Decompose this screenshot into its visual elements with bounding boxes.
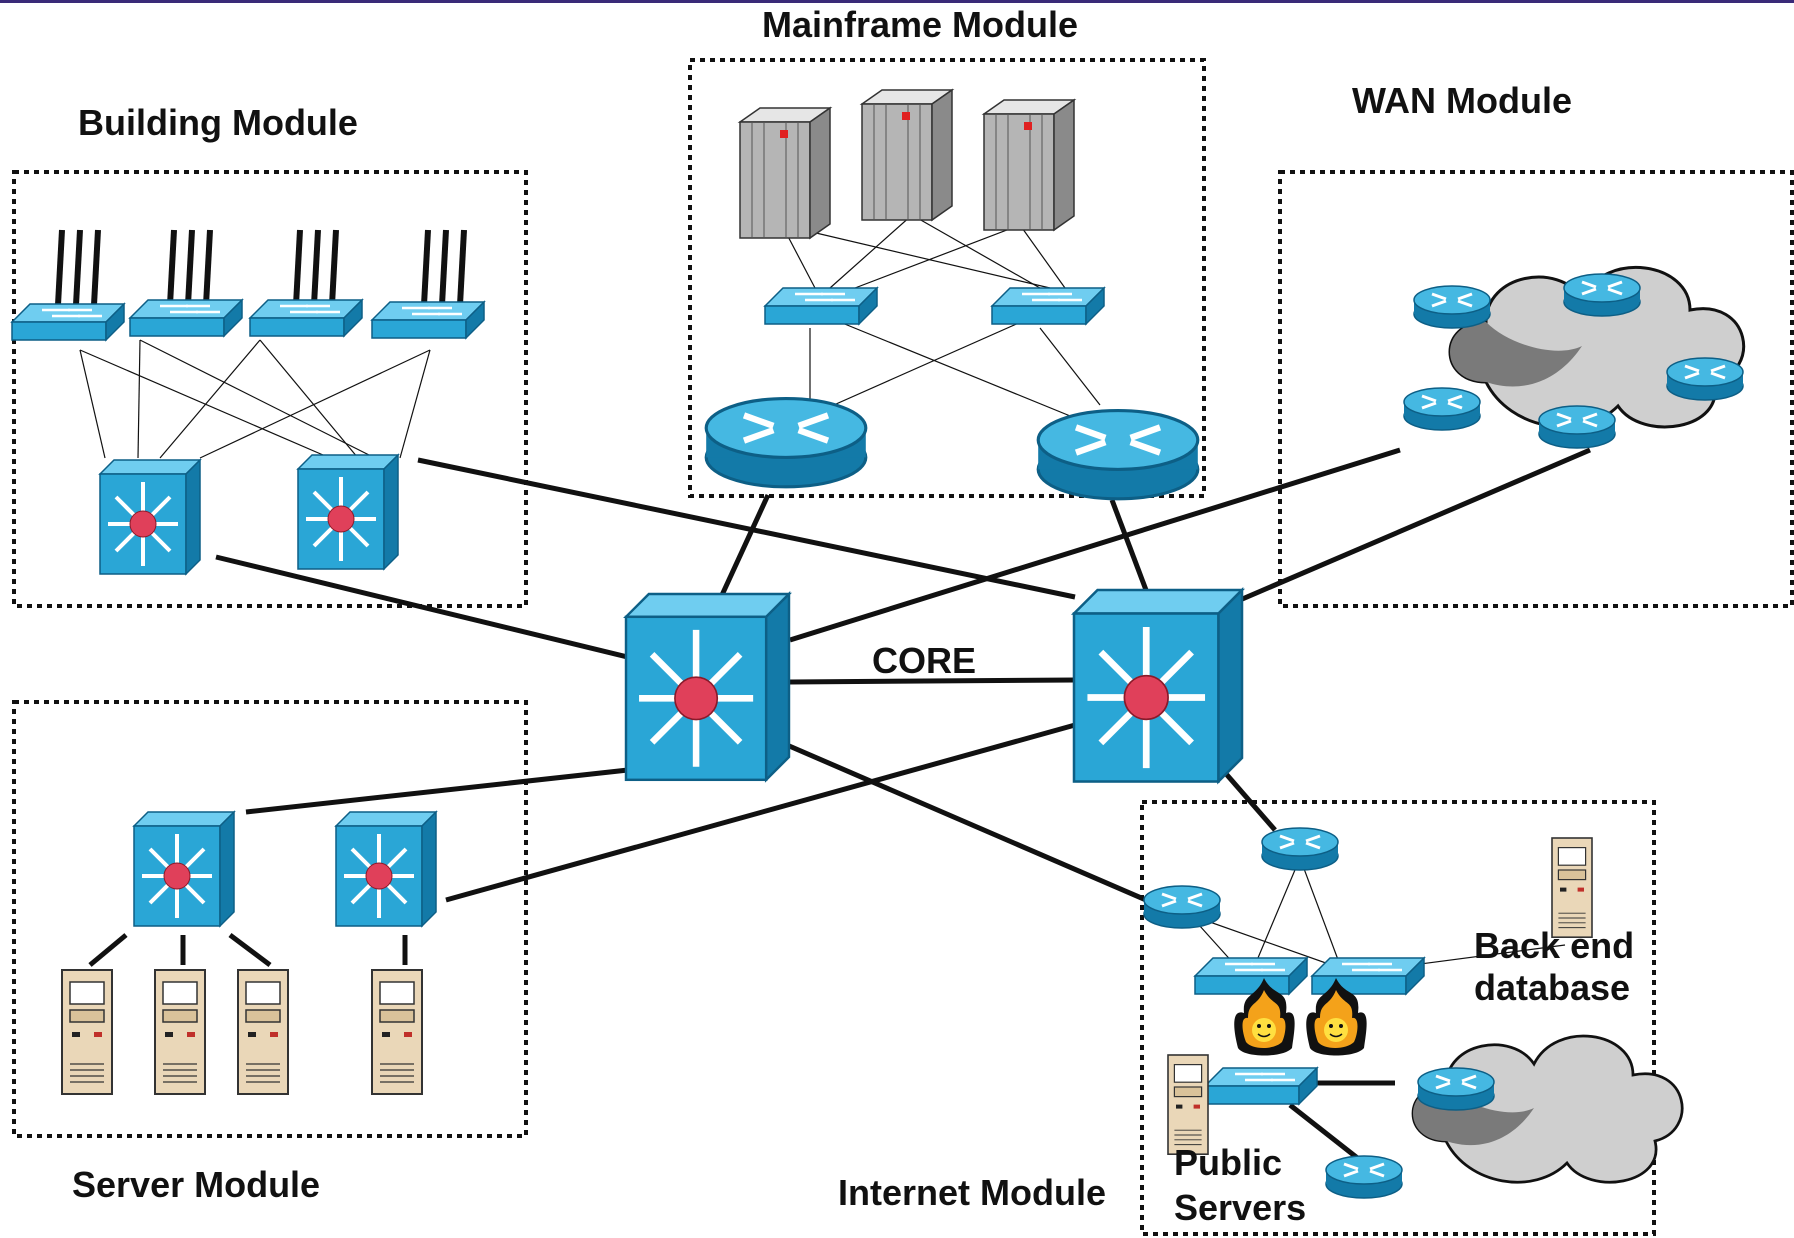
wan-devices bbox=[1402, 265, 1746, 450]
server-icon bbox=[154, 969, 206, 1095]
public-servers-label-line1: Public bbox=[1174, 1142, 1282, 1183]
core-switch-icon bbox=[626, 594, 789, 780]
mainframe-icon bbox=[983, 99, 1075, 231]
server-module-label: Server Module bbox=[72, 1164, 320, 1205]
router-icon bbox=[1416, 1066, 1496, 1112]
router-icon bbox=[1324, 1154, 1404, 1200]
server-icon bbox=[1167, 1054, 1209, 1156]
internet-module-box bbox=[1140, 800, 1656, 1236]
router-icon bbox=[1402, 386, 1482, 432]
thin-links bbox=[79, 214, 1566, 969]
building-module-label: Building Module bbox=[78, 102, 358, 143]
distribution-switch-icon bbox=[296, 453, 400, 571]
access-switch-icon bbox=[1193, 956, 1309, 996]
distribution-switch-icon bbox=[334, 810, 438, 928]
building-devices bbox=[10, 229, 486, 576]
access-switch-icon bbox=[10, 302, 126, 342]
building-module-box bbox=[12, 170, 528, 608]
wan-module-label: WAN Module bbox=[1352, 80, 1572, 121]
backend-label-line2: database bbox=[1474, 967, 1630, 1008]
router-icon bbox=[1665, 356, 1745, 402]
router-icon bbox=[706, 399, 866, 487]
access-switch-icon bbox=[1203, 1066, 1319, 1106]
access-switch-icon bbox=[763, 286, 879, 326]
backend-label-line1: Back end bbox=[1474, 925, 1634, 966]
mainframe-module-box bbox=[688, 58, 1206, 498]
wan-module-box bbox=[1278, 170, 1794, 608]
core-label: CORE bbox=[872, 640, 976, 681]
router-icon bbox=[1142, 884, 1222, 930]
router-icon bbox=[1412, 284, 1492, 330]
internet-module-label: Internet Module bbox=[838, 1172, 1106, 1213]
server-devices bbox=[61, 810, 438, 1095]
access-switch-icon bbox=[370, 300, 486, 340]
mainframe-module-label: Mainframe Module bbox=[762, 4, 1078, 45]
server-icon bbox=[371, 969, 423, 1095]
public-servers-label-line2: Servers bbox=[1174, 1187, 1306, 1228]
router-icon bbox=[1038, 411, 1198, 499]
core-devices bbox=[626, 590, 1242, 782]
core-switch-icon bbox=[1074, 590, 1242, 782]
mainframe-icon bbox=[739, 107, 831, 239]
server-module-box bbox=[12, 700, 528, 1138]
access-switch-icon bbox=[128, 298, 244, 338]
distribution-switch-icon bbox=[98, 458, 202, 576]
module-boundaries bbox=[12, 58, 1794, 1236]
router-icon bbox=[1260, 826, 1340, 872]
router-icon bbox=[1537, 404, 1617, 450]
uplink-bars bbox=[55, 229, 467, 306]
mainframe-devices bbox=[706, 89, 1198, 499]
server-icon bbox=[1551, 837, 1593, 939]
mainframe-icon bbox=[861, 89, 953, 221]
server-icon bbox=[61, 969, 113, 1095]
access-switch-icon bbox=[248, 298, 364, 338]
access-switch-icon bbox=[1310, 956, 1426, 996]
access-switch-icon bbox=[990, 286, 1106, 326]
server-icon bbox=[237, 969, 289, 1095]
distribution-switch-icon bbox=[132, 810, 236, 928]
router-icon bbox=[1562, 272, 1642, 318]
